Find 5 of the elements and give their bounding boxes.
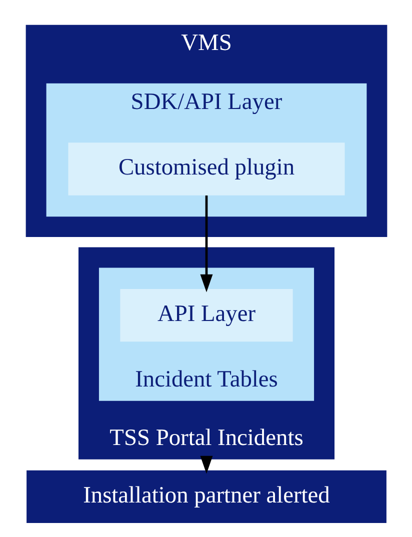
arrow (200, 456, 212, 474)
node-box: API Layer (120, 288, 292, 342)
node-box: Customised plugin (68, 142, 344, 196)
node-box: Installation partner alerted (26, 470, 386, 524)
arrow (200, 195, 212, 292)
